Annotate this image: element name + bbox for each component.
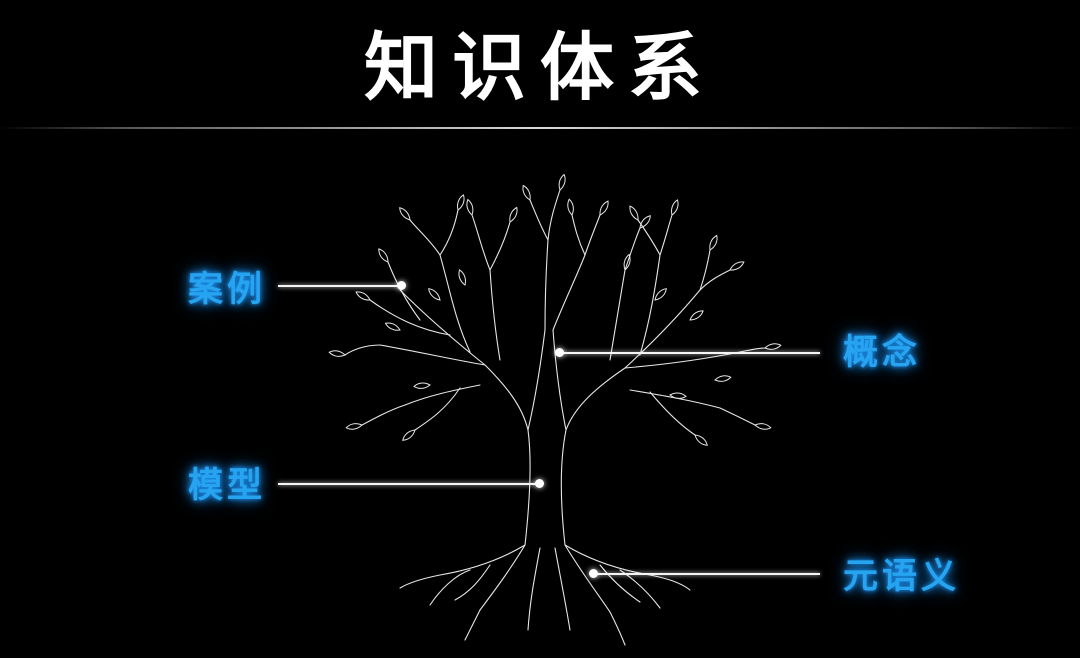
connector-meta-semantics (594, 573, 820, 575)
anchor-dot-cases (397, 281, 406, 290)
label-cases: 案例 (188, 270, 267, 310)
anchor-dot-models (535, 479, 544, 488)
label-concepts: 概念 (843, 333, 922, 373)
label-models: 模型 (188, 466, 267, 506)
label-meta-semantics: 元语义 (843, 557, 961, 597)
connector-models (278, 483, 540, 485)
tree-trunk (484, 364, 531, 546)
anchor-dot-concepts (555, 348, 564, 357)
anchor-dot-meta-semantics (589, 569, 598, 578)
connector-cases (278, 285, 402, 287)
tree-branch (624, 289, 701, 369)
tree-roots (439, 544, 526, 576)
title-divider (0, 127, 1080, 129)
page-title: 知识体系 (364, 25, 716, 111)
tree-branch (399, 289, 486, 366)
connector-concepts (560, 352, 820, 354)
